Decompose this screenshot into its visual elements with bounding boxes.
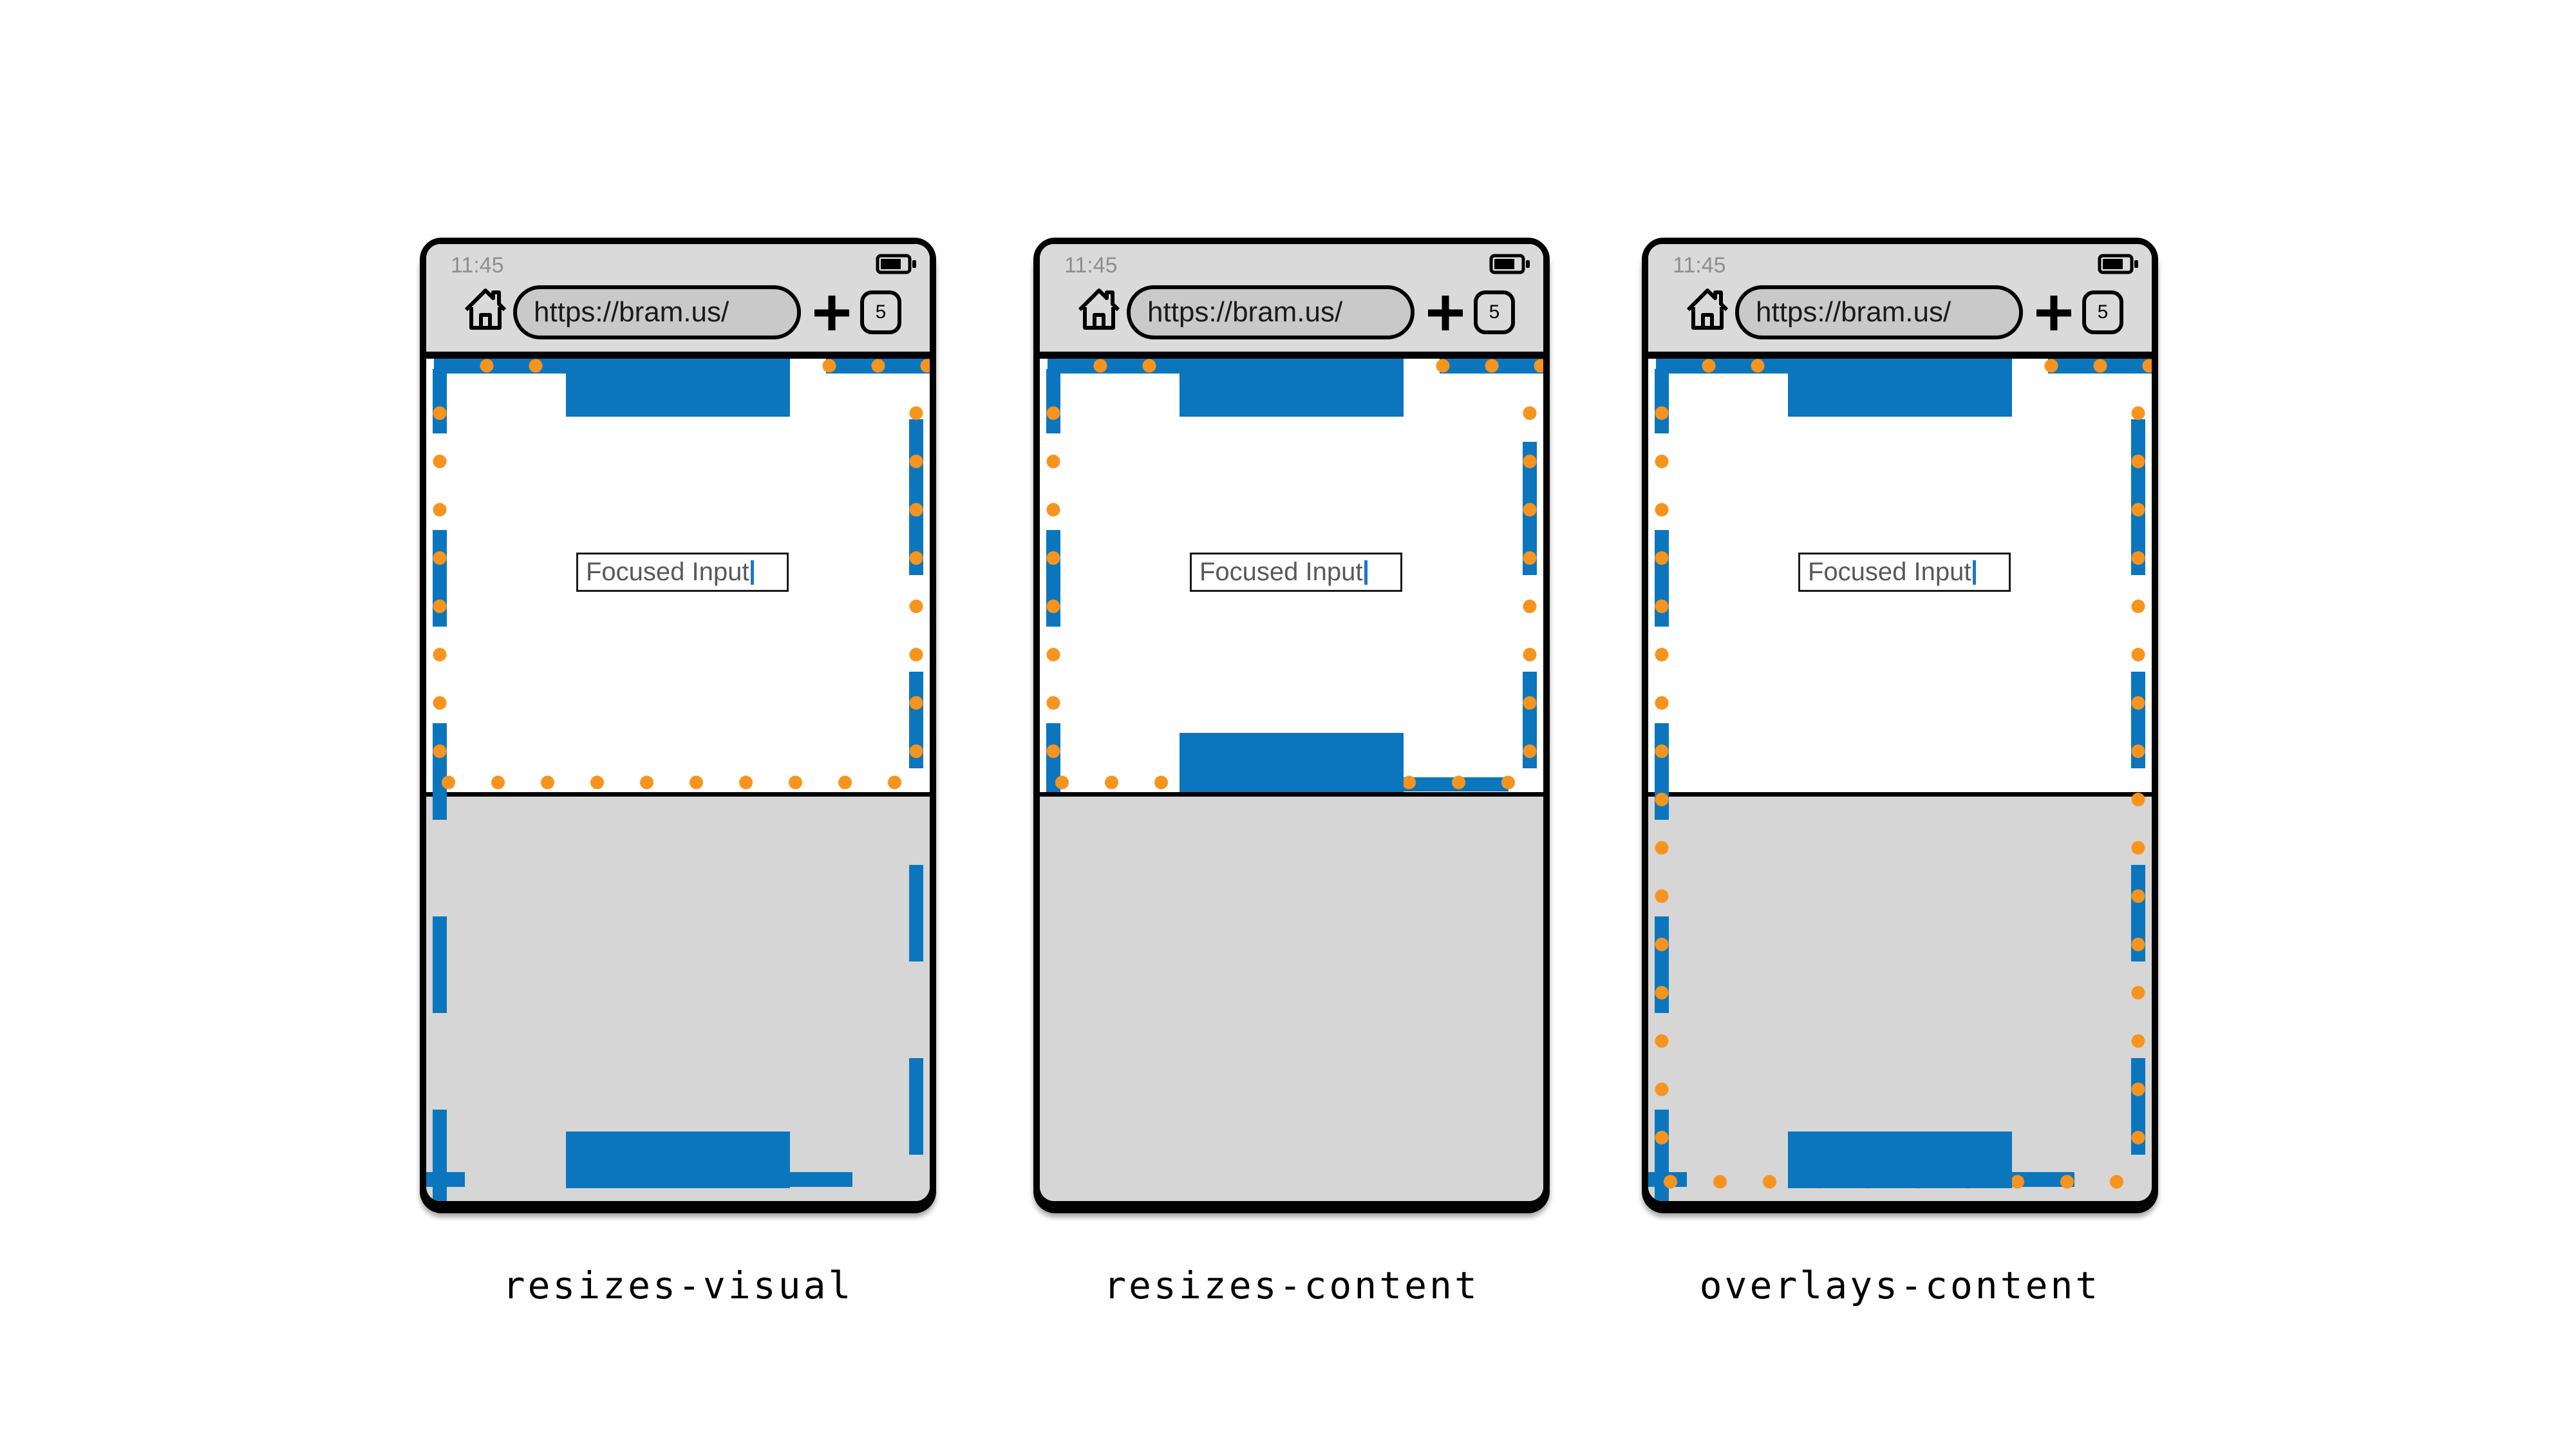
page-header-block: [1788, 359, 2012, 417]
home-icon[interactable]: [1077, 285, 1121, 332]
battery-icon: [1489, 254, 1530, 274]
input-value: Focused Input: [1808, 558, 1971, 586]
input-value: Focused Input: [586, 558, 749, 586]
phone-mockup: 11:45 https://bram.us/: [1642, 238, 2158, 1307]
status-bar-time: 11:45: [1064, 253, 1118, 278]
chrome-divider: [426, 352, 930, 359]
phone-mockup: 11:45 https://bram.us/: [1033, 238, 1550, 1307]
visual-viewport-dots-left: [1655, 389, 1669, 1162]
focused-input[interactable]: Focused Input: [1190, 553, 1402, 592]
home-icon[interactable]: [1686, 285, 1729, 332]
visual-viewport-dots-right: [1523, 389, 1537, 775]
virtual-keyboard-area: [1040, 797, 1543, 1201]
keyboard-divider: [426, 792, 930, 797]
battery-icon: [2098, 254, 2139, 274]
border-dash-gap: [1040, 359, 1048, 374]
text-caret: [1364, 560, 1368, 585]
url-text: https://bram.us/: [534, 296, 729, 328]
plus-icon[interactable]: [1426, 294, 1465, 332]
focused-input[interactable]: Focused Input: [1798, 553, 2011, 592]
focused-input[interactable]: Focused Input: [576, 553, 789, 592]
border-dash-gap: [426, 359, 434, 374]
status-bar-time: 11:45: [451, 253, 504, 278]
plus-icon[interactable]: [813, 294, 851, 332]
url-bar[interactable]: https://bram.us/: [1127, 285, 1415, 339]
text-caret: [1972, 560, 1976, 585]
phone-caption: overlays-content: [1699, 1264, 2101, 1307]
chrome-divider: [1040, 352, 1543, 359]
tab-counter-button[interactable]: 5: [860, 290, 901, 334]
phone-caption: resizes-content: [1104, 1264, 1480, 1307]
page-header-block: [1180, 359, 1404, 417]
visual-viewport-dots-left: [433, 389, 447, 775]
home-icon[interactable]: [464, 285, 507, 332]
page-footer-block: [1788, 1132, 2012, 1188]
plus-icon[interactable]: [2035, 294, 2073, 332]
phone-screen: 11:45 https://bram.us/: [426, 244, 930, 1201]
input-value: Focused Input: [1199, 558, 1363, 586]
page-footer-block: [1180, 733, 1404, 792]
visual-viewport-dots-right: [2131, 389, 2145, 1162]
text-caret: [750, 560, 754, 585]
browser-chrome: 11:45 https://bram.us/: [1040, 244, 1543, 352]
phone-caption: resizes-visual: [502, 1264, 854, 1307]
visual-viewport-dots-bottom: [426, 775, 930, 790]
battery-icon: [876, 254, 917, 274]
tab-counter-button[interactable]: 5: [1474, 290, 1515, 334]
page-header-block: [566, 359, 790, 417]
phone-mockup: 11:45 https://bram.us/: [420, 238, 936, 1307]
keyboard-divider: [1040, 792, 1543, 797]
browser-chrome: 11:45 https://bram.us/: [1648, 244, 2152, 352]
tab-count: 5: [1489, 301, 1500, 323]
url-text: https://bram.us/: [1756, 296, 1951, 328]
layout-viewport-border-bottom: [783, 1172, 852, 1187]
url-text: https://bram.us/: [1147, 296, 1343, 328]
browser-chrome: 11:45 https://bram.us/: [426, 244, 930, 352]
url-bar[interactable]: https://bram.us/: [513, 285, 801, 339]
keyboard-divider: [1648, 792, 2152, 797]
phone-screen: 11:45 https://bram.us/: [1040, 244, 1543, 1201]
url-bar[interactable]: https://bram.us/: [1735, 285, 2023, 339]
tab-count: 5: [2097, 301, 2109, 323]
tab-counter-button[interactable]: 5: [2082, 290, 2123, 334]
tab-count: 5: [875, 301, 887, 323]
page-footer-block: [566, 1132, 790, 1188]
chrome-divider: [1648, 352, 2152, 359]
phone-screen: 11:45 https://bram.us/: [1648, 244, 2152, 1201]
visual-viewport-dots-right: [909, 389, 923, 775]
border-dash-gap: [1648, 359, 1656, 374]
layout-viewport-border-bottom: [426, 1172, 465, 1187]
status-bar-time: 11:45: [1673, 253, 1726, 278]
visual-viewport-dots-left: [1046, 389, 1060, 775]
